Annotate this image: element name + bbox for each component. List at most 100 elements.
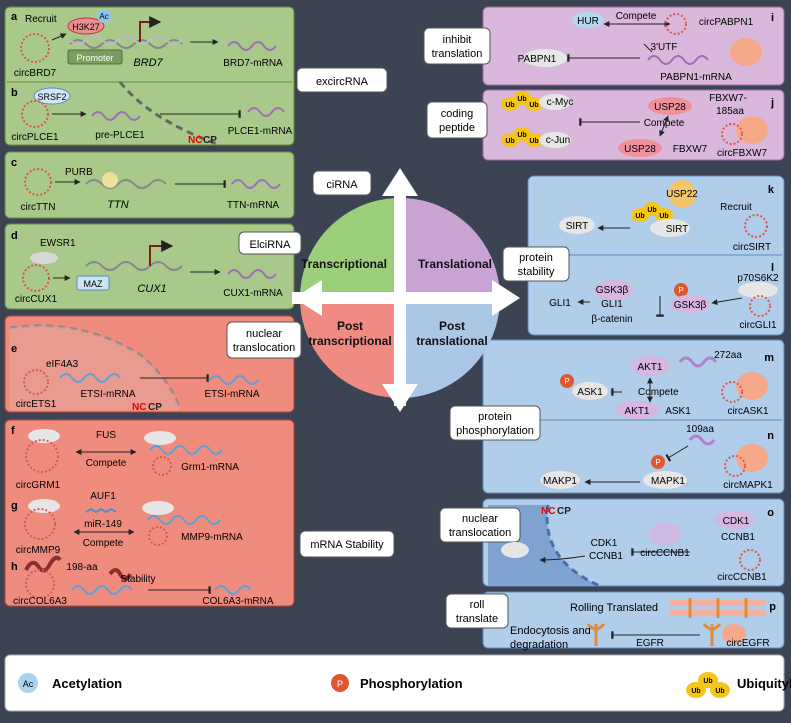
d-maz: MAZ: [84, 279, 104, 289]
svg-text:Ub: Ub: [505, 138, 514, 145]
k-sirt2: SIRT: [666, 224, 689, 235]
letter-a: a: [11, 11, 18, 23]
n-mapk1: MAPK1: [651, 476, 685, 487]
legend-p-icon: [331, 674, 349, 692]
l-p70: p70S6K2: [737, 273, 779, 284]
letter-e: e: [11, 343, 17, 355]
tss-arrow-a: [139, 16, 162, 42]
d-gene: CUX1: [137, 283, 166, 295]
arrow-head-up: [382, 168, 418, 196]
letter-b: b: [11, 87, 18, 99]
a-circ: circBRD7: [14, 68, 57, 79]
circ-plce1-ring: [21, 100, 49, 128]
o-circ2: circCCNB1: [717, 572, 767, 583]
label-inhibit-2: translation: [432, 48, 483, 60]
e-cp: CP: [148, 402, 162, 413]
label-post-transcriptional-2: transcriptional: [308, 334, 391, 348]
nucleus-arc-o: [545, 504, 601, 588]
label-coding-1: coding: [441, 108, 473, 120]
legend-phosphorylation: Phosphorylation: [360, 676, 463, 691]
ac-badge: [97, 9, 111, 23]
letter-l: l: [771, 262, 774, 274]
legend-acetylation: Acetylation: [52, 676, 122, 691]
membrane-p: [670, 598, 766, 618]
o-ccnb1b: CCNB1: [721, 532, 755, 543]
a-promoter: Promoter: [76, 53, 113, 63]
m-compete: Compete: [638, 387, 679, 398]
nucleus-arc-b: [118, 81, 221, 147]
m-circ: circASK1: [727, 406, 769, 417]
i-hur: HUR: [577, 16, 599, 27]
arrow-head-down: [382, 384, 418, 412]
svg-text:Ub: Ub: [517, 96, 526, 103]
p-circ: circEGFR: [726, 638, 769, 649]
e-eif4a3: eIF4A3: [46, 359, 79, 370]
circ-grm1-ring: [25, 439, 59, 473]
k-usp22: USP22: [666, 189, 698, 200]
letter-j: j: [770, 97, 774, 109]
label-post-translational-1: Post: [439, 319, 465, 333]
l-gli1b: GLI1: [549, 298, 571, 309]
b-mrna: PLCE1-mRNA: [228, 126, 293, 137]
legend-ac-icon-text: Ac: [23, 679, 34, 689]
k-recruit: Recruit: [720, 202, 752, 213]
panel-l-content: l GSK3β GLI1 β-catenin GLI1 P GSK3β p70S…: [549, 262, 779, 331]
arrow-head-left: [294, 280, 322, 316]
g-mir: miR-149: [84, 519, 122, 530]
label-roll-1: roll: [470, 599, 485, 611]
svg-text:P: P: [655, 458, 660, 467]
letter-p: p: [769, 601, 776, 613]
svg-text:Ub: Ub: [715, 688, 724, 695]
a-recruit: Recruit: [25, 14, 57, 25]
letter-o: o: [767, 507, 774, 519]
g-compete: Compete: [83, 538, 124, 549]
j-fbxw7-185-1: FBXW7-: [709, 93, 747, 104]
svg-text:Ub: Ub: [659, 213, 668, 220]
p-egfr: EGFR: [636, 638, 664, 649]
usp22-blob: [668, 180, 696, 208]
panel-d-content: d EWSR1 circCUX1 MAZ CUX1 CUX1-mRNA: [11, 230, 283, 305]
j-cmyc: c-Myc: [547, 97, 574, 108]
panel-f-content: f circGRM1 FUS Compete Grm1-mRNA: [11, 425, 239, 491]
c-gene: TTN: [107, 199, 128, 211]
l-gli1a: GLI1: [601, 299, 623, 310]
label-post-translational-2: translational: [416, 334, 487, 348]
l-gsk: GSK3β: [596, 285, 629, 296]
label-stability-2: stability: [518, 266, 555, 278]
b-pre: pre-PLCE1: [95, 130, 145, 141]
j-usp28b: USP28: [624, 144, 656, 155]
letter-n: n: [767, 430, 774, 442]
c-circ: circTTN: [21, 202, 56, 213]
d-mrna: CUX1-mRNA: [223, 288, 283, 299]
letter-g: g: [11, 500, 18, 512]
label-nuclear2-1: nuclear: [462, 513, 498, 525]
panel-a-b: [4, 6, 295, 146]
f-compete: Compete: [86, 458, 127, 469]
c-purb: PURB: [65, 167, 93, 178]
promoter-box: [67, 49, 123, 65]
label-mrna-stability: mRNA Stability: [310, 539, 384, 551]
legend-bar: [4, 654, 785, 712]
a-gene: BRD7: [133, 57, 163, 69]
dna-a: [69, 39, 183, 49]
svg-text:P: P: [678, 286, 683, 295]
d-circ: circCUX1: [15, 294, 58, 305]
e-etsi2: ETSI-mRNA: [205, 389, 260, 400]
mrna-c: [231, 179, 281, 189]
svg-text:Ub: Ub: [703, 678, 712, 685]
h-stability: Stability: [120, 574, 155, 585]
l-circ: circGLI1: [739, 320, 777, 331]
panel-e-content: e eIF4A3 circETS1 ETSI-mRNA ETSI-mRNA NC…: [11, 343, 260, 413]
o-cp: CP: [557, 506, 571, 517]
legend-ub-icon: Ub Ub Ub: [686, 672, 730, 698]
svg-text:Ub: Ub: [635, 213, 644, 220]
label-stability-1: protein: [519, 252, 553, 264]
o-nc: NC: [541, 506, 555, 517]
panel-h-content: h 198-aa circCOL6A3 Stability COL6A3-mRN…: [11, 555, 274, 607]
letter-h: h: [11, 561, 18, 573]
k-sirt1: SIRT: [566, 221, 589, 232]
o-cdk1b: CDK1: [723, 516, 750, 527]
letter-k: k: [768, 184, 775, 196]
f-fus: FUS: [96, 430, 116, 441]
label-coding-2: peptide: [439, 122, 475, 134]
